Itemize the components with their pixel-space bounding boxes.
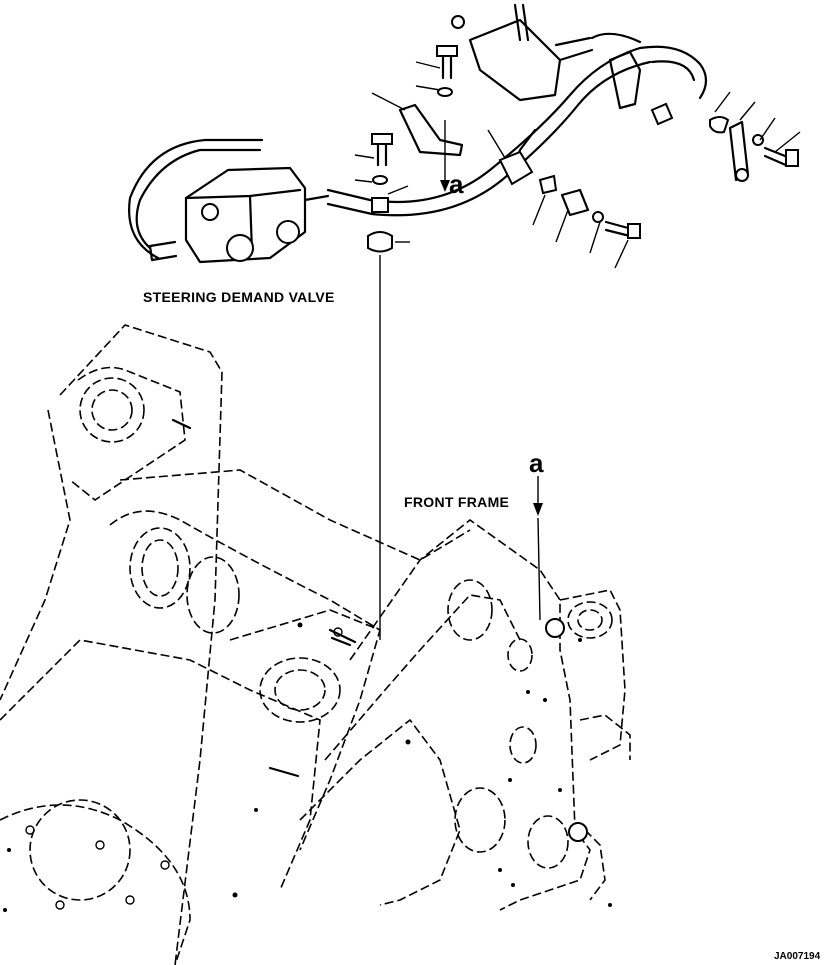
front-frame-label: FRONT FRAME xyxy=(404,494,510,510)
steering-demand-valve-label: STEERING DEMAND VALVE xyxy=(143,289,335,305)
hardware-parts xyxy=(367,3,799,253)
view-arrow-upper xyxy=(440,120,450,192)
drawing-reference-code: JA007194 xyxy=(774,951,821,962)
steering-demand-valve-drawing xyxy=(148,166,330,264)
view-arrow-lower xyxy=(533,476,543,621)
frame-rivets xyxy=(3,622,612,912)
view-marker-lower: a xyxy=(529,448,544,478)
front-frame-drawing xyxy=(0,324,631,965)
callout-leaders xyxy=(354,61,801,640)
hose-routing xyxy=(128,32,708,260)
view-marker-upper: a xyxy=(449,169,464,199)
